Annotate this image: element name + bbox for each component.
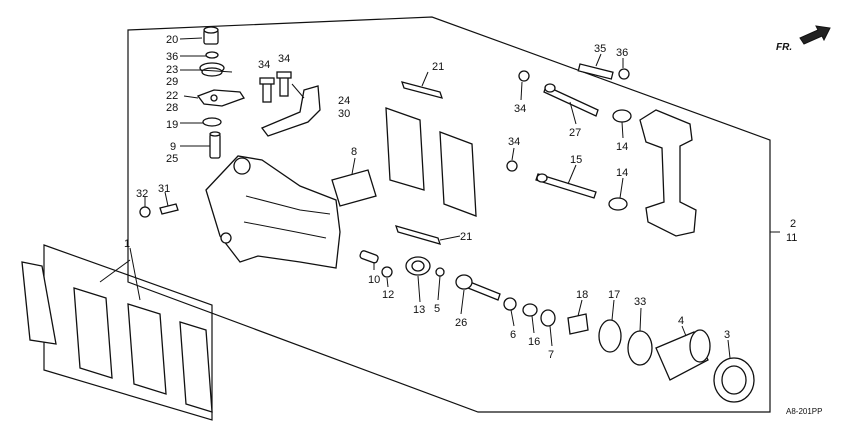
bolt-head-icon xyxy=(518,70,530,82)
bleeder-screw-icon xyxy=(159,203,179,215)
nut-icon xyxy=(503,297,517,311)
seal-ring-icon xyxy=(202,117,222,127)
callout-label: 2 xyxy=(790,218,796,230)
callout-label: 7 xyxy=(548,349,554,361)
callout-label: 25 xyxy=(166,153,178,165)
brake-pad-icon xyxy=(179,321,213,413)
brake-pad-icon xyxy=(127,303,167,395)
guide-pin-icon xyxy=(535,173,597,199)
o-ring-icon xyxy=(381,266,393,278)
callout-label: 6 xyxy=(510,329,516,341)
parking-lever-icon xyxy=(196,89,245,107)
anti-rattle-spring-icon xyxy=(331,169,377,207)
brake-pad-icon xyxy=(73,287,113,379)
callout-label: 15 xyxy=(570,154,582,166)
bleeder-cap-icon xyxy=(139,206,151,218)
callout-label: 21 xyxy=(432,61,444,73)
cup-icon xyxy=(435,267,445,277)
cap-nut-icon xyxy=(203,26,219,45)
callout-label: 24 xyxy=(338,95,350,107)
piston-boot-icon xyxy=(713,357,755,403)
circlip-icon xyxy=(598,319,622,353)
bolt-head-icon xyxy=(506,160,518,172)
leader-lines xyxy=(99,37,731,359)
callout-label: 10 xyxy=(368,274,380,286)
callout-label: 21 xyxy=(460,231,472,243)
callout-label: 9 xyxy=(170,141,176,153)
washer-icon xyxy=(205,51,219,59)
brake-pad-icon xyxy=(21,261,57,345)
brake-pad-icon xyxy=(385,107,425,191)
callout-label: 34 xyxy=(508,136,520,148)
callout-label: 36 xyxy=(166,51,178,63)
callout-label: 34 xyxy=(514,103,526,115)
return-spring-icon xyxy=(199,62,233,77)
spring-icon xyxy=(540,309,556,327)
sleeve-nut-icon xyxy=(405,256,431,276)
callout-label: 26 xyxy=(455,317,467,329)
piston-seal-icon xyxy=(627,330,653,366)
callout-label: 19 xyxy=(166,119,178,131)
callout-label: 22 xyxy=(166,90,178,102)
callout-label: 29 xyxy=(166,76,178,88)
callout-label: 34 xyxy=(258,59,270,71)
guide-bolt-icon xyxy=(577,63,614,80)
callout-label: 27 xyxy=(569,127,581,139)
piston-icon xyxy=(655,329,711,381)
front-direction-arrow-icon xyxy=(799,25,831,45)
callout-label: 36 xyxy=(616,47,628,59)
callout-label: 34 xyxy=(278,53,290,65)
bolt-icon xyxy=(259,77,275,103)
cable-bracket-icon xyxy=(260,85,321,137)
callout-label: 28 xyxy=(166,102,178,114)
pad-retainer-clip-icon xyxy=(394,225,442,245)
callout-label: 32 xyxy=(136,188,148,200)
callout-label: 35 xyxy=(594,43,606,55)
spindle-icon xyxy=(209,131,221,159)
callout-label: 8 xyxy=(351,146,357,158)
callout-label: 12 xyxy=(382,289,394,301)
spring-cover-icon xyxy=(522,303,538,317)
pin-boot-icon xyxy=(612,109,632,123)
caliper-assembly-outline xyxy=(127,16,771,413)
pin-icon xyxy=(359,250,379,264)
callout-label: 33 xyxy=(634,296,646,308)
callout-label: 11 xyxy=(786,232,797,244)
caliper-body-icon xyxy=(205,155,341,269)
callout-label: 20 xyxy=(166,34,178,46)
brake-pad-icon xyxy=(439,131,477,217)
callout-label: 31 xyxy=(158,183,170,195)
guide-pin-icon xyxy=(543,83,599,117)
callout-label: 13 xyxy=(413,304,425,316)
callout-label: 14 xyxy=(616,141,628,153)
diagram-code: A8-201PP xyxy=(786,407,822,416)
caliper-bracket-icon xyxy=(639,109,697,237)
callout-label: 1 xyxy=(124,238,130,250)
callout-label: 23 xyxy=(166,64,178,76)
callout-label: 16 xyxy=(528,336,540,348)
callout-label: 5 xyxy=(434,303,440,315)
callout-label: 14 xyxy=(616,167,628,179)
callout-label: 4 xyxy=(678,315,684,327)
callout-label: 30 xyxy=(338,108,350,120)
stopper-icon xyxy=(567,313,589,335)
callout-label: 3 xyxy=(724,329,730,341)
pin-boot-icon xyxy=(608,197,628,211)
front-direction-label: FR. xyxy=(776,42,792,53)
washer-icon xyxy=(618,68,630,80)
pad-retainer-clip-icon xyxy=(401,81,443,99)
callout-label: 17 xyxy=(608,289,620,301)
callout-label: 18 xyxy=(576,289,588,301)
push-rod-icon xyxy=(455,274,501,301)
bolt-icon xyxy=(276,71,292,97)
